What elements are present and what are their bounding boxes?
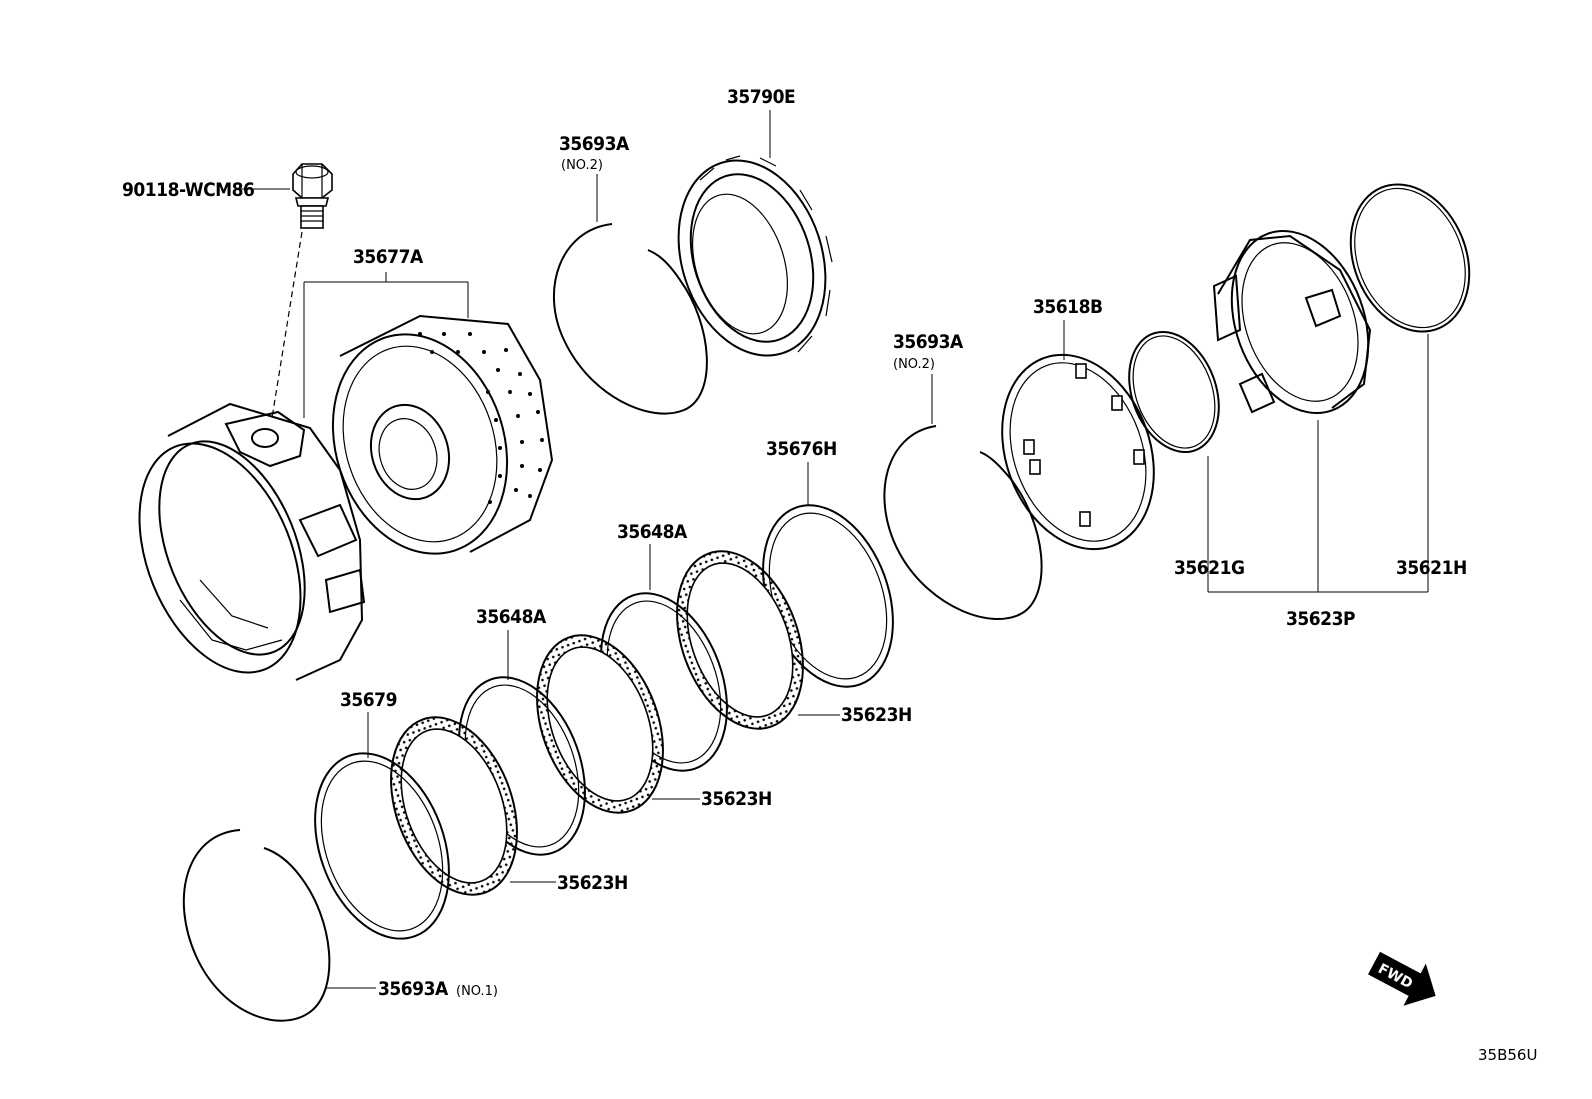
pressure-plate xyxy=(314,712,450,940)
snap-ring-upper xyxy=(552,174,708,415)
label-disc-2: 35623H xyxy=(701,788,772,810)
note-snap-ring-lower: (NO.1) xyxy=(456,984,498,999)
snap-ring-mid xyxy=(883,374,1043,620)
drum-housing xyxy=(138,272,469,681)
label-snap-ring-lower: 35693A xyxy=(378,978,449,1000)
label-plate-lower: 35648A xyxy=(476,606,547,628)
note-snap-ring-mid: (NO.2) xyxy=(893,357,935,372)
label-piston-kit: 35623P xyxy=(1286,608,1355,630)
plug-bolt xyxy=(240,163,333,419)
note-snap-ring-upper: (NO.2) xyxy=(561,158,603,173)
return-spring xyxy=(1001,320,1155,551)
label-flange-plate: 35676H xyxy=(766,438,837,460)
label-drum-assembly: 35677A xyxy=(353,246,424,268)
label-snap-ring-mid: 35693A xyxy=(893,331,964,353)
clutch-disc-upper xyxy=(676,550,840,730)
piston xyxy=(1212,229,1372,592)
label-seal-inner: 35621G xyxy=(1174,557,1245,579)
label-disc-3: 35623H xyxy=(557,872,628,894)
label-one-way-clutch: 35790E xyxy=(727,86,795,108)
seal-inner xyxy=(1128,330,1220,592)
label-snap-ring-upper: 35693A xyxy=(559,133,630,155)
label-pressure-plate: 35679 xyxy=(340,689,397,711)
label-seal-outer: 35621H xyxy=(1396,557,1467,579)
label-plug-bolt: 90118-WCM86 xyxy=(122,179,254,201)
seal-outer xyxy=(1349,183,1471,592)
fwd-arrow-icon: FWD xyxy=(1368,951,1436,1006)
drum-body xyxy=(331,314,554,555)
diagram-code: 35B56U xyxy=(1478,1046,1537,1064)
clutch-disc-lower xyxy=(390,716,556,896)
label-disc-1: 35623H xyxy=(841,704,912,726)
label-plate-upper: 35648A xyxy=(617,521,688,543)
label-return-spring: 35618B xyxy=(1033,296,1103,318)
clutch-disc-mid xyxy=(536,634,700,814)
snap-ring-lower xyxy=(182,829,376,1022)
one-way-clutch xyxy=(677,110,833,357)
